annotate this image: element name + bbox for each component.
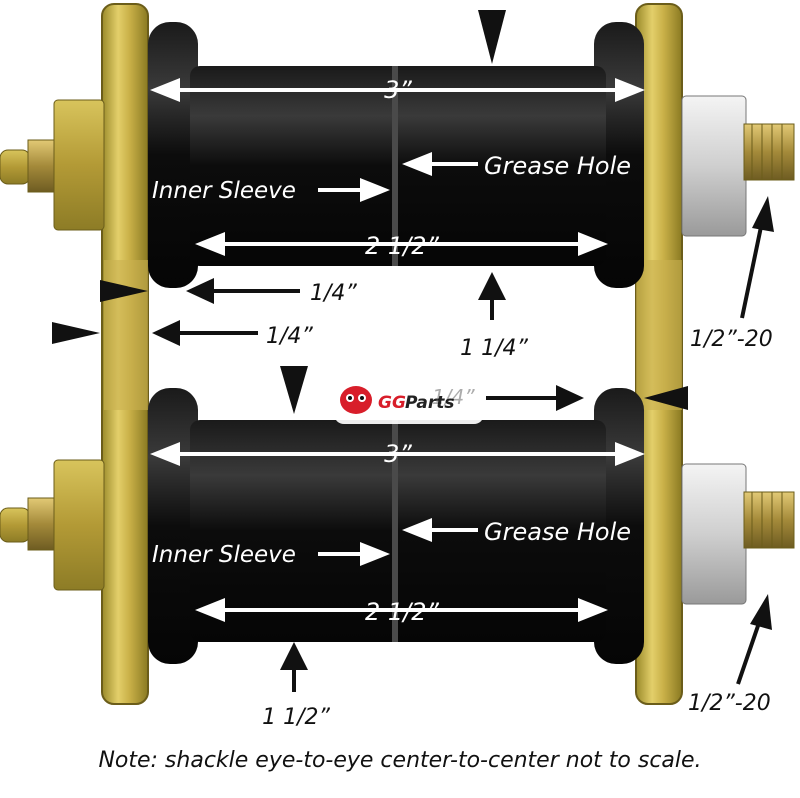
bottom-width-label: 3” (384, 440, 412, 468)
thread-top-arrow (740, 196, 774, 319)
stud-bottom (681, 463, 795, 605)
stud-top (681, 95, 795, 237)
top-width-arrow (150, 78, 645, 102)
bottom-quarter-label: 1/4” (432, 385, 475, 409)
top-sleeve-arrow (318, 178, 390, 202)
top-diameter-label: 1 1/4” (460, 336, 528, 361)
bottom-sleeve-label: Inner Sleeve (152, 542, 296, 568)
right-plate (635, 3, 683, 705)
bottom-height-marker (280, 366, 308, 414)
bottom-inner-width-label: 2 1/2” (365, 598, 440, 626)
scale-note: Note: shackle eye-to-eye center-to-cente… (98, 748, 702, 773)
top-inner-width-label: 2 1/2” (365, 232, 440, 260)
top-grease-label: Grease Hole (484, 152, 631, 180)
thread-bottom-label: 1/2”-20 (688, 691, 771, 716)
ggparts-logo: GG Parts (334, 376, 484, 424)
quarter-label-2: 1/4” (266, 324, 313, 349)
quarter-label-1: 1/4” (310, 281, 357, 306)
bottom-inner-width-arrow (195, 598, 608, 622)
bottom-width-arrow (150, 442, 645, 466)
grease-fitting-bottom (0, 459, 105, 591)
top-sleeve-label: Inner Sleeve (152, 178, 296, 204)
top-grease-arrow (402, 152, 478, 176)
logo-parts: Parts (405, 393, 454, 413)
logo-mascot-icon (340, 386, 372, 414)
left-plate (101, 3, 149, 705)
bottom-diameter-label: 1 1/2” (262, 705, 330, 730)
bottom-grease-arrow (402, 518, 478, 542)
top-diameter-arrow (478, 272, 506, 320)
quarter-arrow-1 (100, 278, 300, 304)
bottom-diameter-arrow (280, 642, 308, 692)
top-width-label: 3” (384, 76, 412, 104)
bottom-sleeve-arrow (318, 542, 390, 566)
thread-top-label: 1/2”-20 (690, 327, 773, 352)
bottom-grease-label: Grease Hole (484, 518, 631, 546)
quarter-arrow-2 (52, 320, 258, 346)
top-height-marker (478, 10, 506, 64)
thread-bottom-arrow (736, 594, 772, 685)
bottom-quarter-arrow (486, 385, 688, 411)
bottom-bushing (148, 388, 644, 664)
grease-fitting-top (0, 99, 105, 231)
top-inner-width-arrow (195, 232, 608, 256)
logo-gg: GG (378, 393, 406, 413)
